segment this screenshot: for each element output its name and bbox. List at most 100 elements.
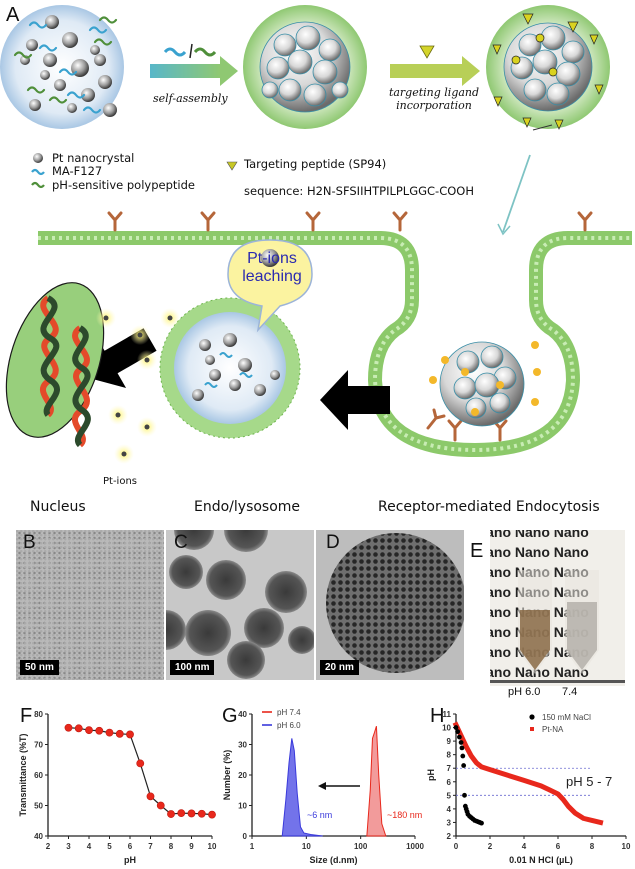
svg-text:Size (d.nm): Size (d.nm) [309, 855, 357, 865]
svg-text:6: 6 [447, 778, 452, 787]
svg-text:5: 5 [107, 842, 112, 851]
stage-label-endocytosis: Receptor-mediated Endocytosis [378, 499, 600, 515]
svg-text:100: 100 [354, 842, 368, 851]
svg-text:pH: pH [124, 855, 136, 865]
schematic-a-graphics [0, 5, 632, 464]
bubble-line2: leaching [242, 268, 302, 285]
scale-bar-b: 50 nm [20, 660, 59, 675]
bubble-line1: Pt-ions [247, 250, 297, 267]
svg-text:60: 60 [34, 771, 43, 780]
svg-text:~180 nm: ~180 nm [387, 810, 422, 820]
panel-letter-g: G [222, 705, 238, 727]
stage-label-endolysosome: Endo/lysosome [194, 499, 301, 515]
peptide-triangle-icon [226, 161, 238, 171]
blue-wave-icon [31, 168, 45, 176]
svg-text:0.01 N HCl (µL): 0.01 N HCl (µL) [509, 855, 573, 865]
tem-image-d: D 20 nm [316, 530, 464, 680]
targeting-ligand-line1: targeting ligand [388, 86, 480, 99]
tem-d-micelle [326, 533, 464, 673]
svg-text:~6 nm: ~6 nm [307, 810, 332, 820]
panel-letter-a: A [6, 4, 20, 26]
svg-text:4: 4 [522, 842, 527, 851]
svg-text:1000: 1000 [406, 842, 424, 851]
targeting-ligand-label: targeting ligand incorporation [386, 86, 482, 112]
svg-text:pH 7.4: pH 7.4 [277, 708, 301, 717]
leaching-bubble [227, 239, 313, 333]
nanoparticle-in-vesicle [439, 341, 525, 427]
svg-text:3: 3 [66, 842, 71, 851]
vial-label-ph74: 7.4 [562, 686, 578, 698]
sphere-icon [33, 153, 43, 163]
svg-text:40: 40 [34, 832, 43, 841]
legend-ma-f127: MA-F127 [52, 164, 103, 178]
ligand-incorporation-arrow [390, 64, 462, 78]
svg-text:8: 8 [447, 751, 452, 760]
arrow-to-endosome [320, 370, 390, 430]
scale-bar-c: 100 nm [170, 660, 215, 675]
svg-text:7: 7 [148, 842, 153, 851]
svg-text:4: 4 [447, 805, 452, 814]
scale-bar-d: 20 nm [320, 660, 359, 675]
pt-ions-label: Pt-ions [103, 476, 138, 487]
svg-text:2: 2 [447, 832, 452, 841]
svg-text:7: 7 [447, 764, 452, 773]
endosome [159, 297, 301, 439]
svg-text:pH: pH [426, 769, 436, 781]
targeting-peptide-label: Targeting peptide (SP94) [244, 157, 387, 171]
legend-pt-nanocrystal: Pt nanocrystal [52, 151, 135, 165]
green-wave-icon [31, 181, 45, 189]
legend-ph-polypeptide: pH-sensitive polypeptide [52, 178, 195, 192]
svg-text:4: 4 [87, 842, 92, 851]
tem-image-b: B 50 nm [16, 530, 164, 680]
self-assembly-arrow [150, 64, 220, 78]
svg-text:20: 20 [238, 771, 247, 780]
sequence-label: sequence: H2N-SFSIIHTPILPLGGC-COOH [244, 184, 474, 198]
panel-letter-c: C [174, 532, 188, 553]
svg-text:8: 8 [590, 842, 595, 851]
svg-text:10: 10 [442, 724, 451, 733]
svg-text:10: 10 [238, 802, 247, 811]
svg-text:10: 10 [208, 842, 217, 851]
panel-letter-d: D [326, 532, 340, 553]
pt-ions [96, 308, 180, 464]
svg-text:70: 70 [34, 741, 43, 750]
svg-text:80: 80 [34, 710, 43, 719]
vial-label-ph6: pH 6.0 [508, 686, 541, 698]
panel-letter-b: B [23, 532, 36, 553]
svg-text:10: 10 [622, 842, 631, 851]
svg-text:0: 0 [243, 832, 248, 841]
svg-text:1: 1 [250, 842, 255, 851]
vials [490, 570, 625, 683]
svg-text:9: 9 [447, 737, 452, 746]
panel-letter-f: F [20, 705, 33, 727]
tem-image-c: C 100 nm [166, 530, 314, 680]
tem-c-micelles [166, 530, 314, 679]
stage-label-nucleus: Nucleus [30, 499, 86, 515]
panel-letter-h: H [430, 705, 445, 727]
svg-text:pH 6.0: pH 6.0 [277, 721, 301, 730]
svg-text:10: 10 [302, 842, 311, 851]
targeting-ligand-line2: incorporation [396, 99, 472, 112]
self-assembly-label: self-assembly [153, 92, 228, 105]
svg-text:11: 11 [443, 710, 452, 719]
panel-letter-e: E [470, 540, 484, 562]
svg-text:50: 50 [34, 802, 43, 811]
svg-text:0: 0 [454, 842, 459, 851]
svg-text:30: 30 [238, 741, 247, 750]
svg-text:6: 6 [556, 842, 561, 851]
svg-text:2: 2 [488, 842, 493, 851]
dna-helices [40, 295, 91, 448]
leaching-bubble-text: Pt-ions leaching [232, 250, 312, 286]
svg-text:Transmittance (%T): Transmittance (%T) [18, 733, 28, 816]
svg-text:5: 5 [447, 791, 452, 800]
nucleus [5, 282, 105, 438]
svg-text:9: 9 [189, 842, 194, 851]
svg-text:3: 3 [447, 818, 452, 827]
vial-photo-e: Nano Nano Nano Nano Nano Nano Nano Nano … [490, 530, 625, 686]
svg-text:150 mM NaCl: 150 mM NaCl [542, 713, 591, 722]
cell-membrane [38, 231, 632, 457]
receptors [107, 211, 593, 442]
